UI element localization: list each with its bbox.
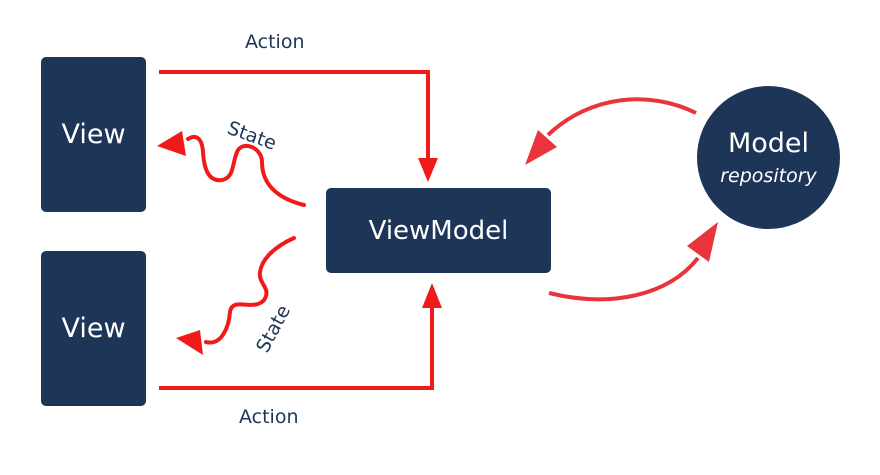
view-node-bottom-label: View (61, 313, 126, 344)
viewmodel-node-label: ViewModel (368, 215, 509, 246)
viewmodel-to-model-arrowhead (687, 222, 718, 262)
action-top-label: Action (245, 31, 305, 53)
model-to-viewmodel-curve (546, 97, 697, 137)
view-node-top-label: View (61, 119, 126, 150)
view-node-bottom: View (41, 251, 146, 406)
viewmodel-to-model-curve (548, 256, 700, 302)
action-bottom-arrow-line (159, 300, 434, 390)
state-bottom-squiggle (204, 236, 296, 345)
action-top-arrowhead (418, 158, 438, 182)
model-node-title: Model (727, 127, 810, 159)
state-bottom-arrowhead (176, 330, 203, 355)
action-top-arrow-line (159, 70, 430, 167)
action-bottom-arrowhead (422, 283, 442, 308)
action-bottom-label: Action (239, 406, 299, 428)
model-node: Model repository (697, 86, 840, 229)
model-to-viewmodel-arrowhead (525, 130, 557, 165)
viewmodel-node: ViewModel (326, 188, 551, 273)
model-node-subtitle: repository (720, 164, 817, 187)
view-node-top: View (41, 57, 146, 212)
state-top-arrowhead (157, 131, 186, 156)
state-top-squiggle (186, 134, 306, 207)
